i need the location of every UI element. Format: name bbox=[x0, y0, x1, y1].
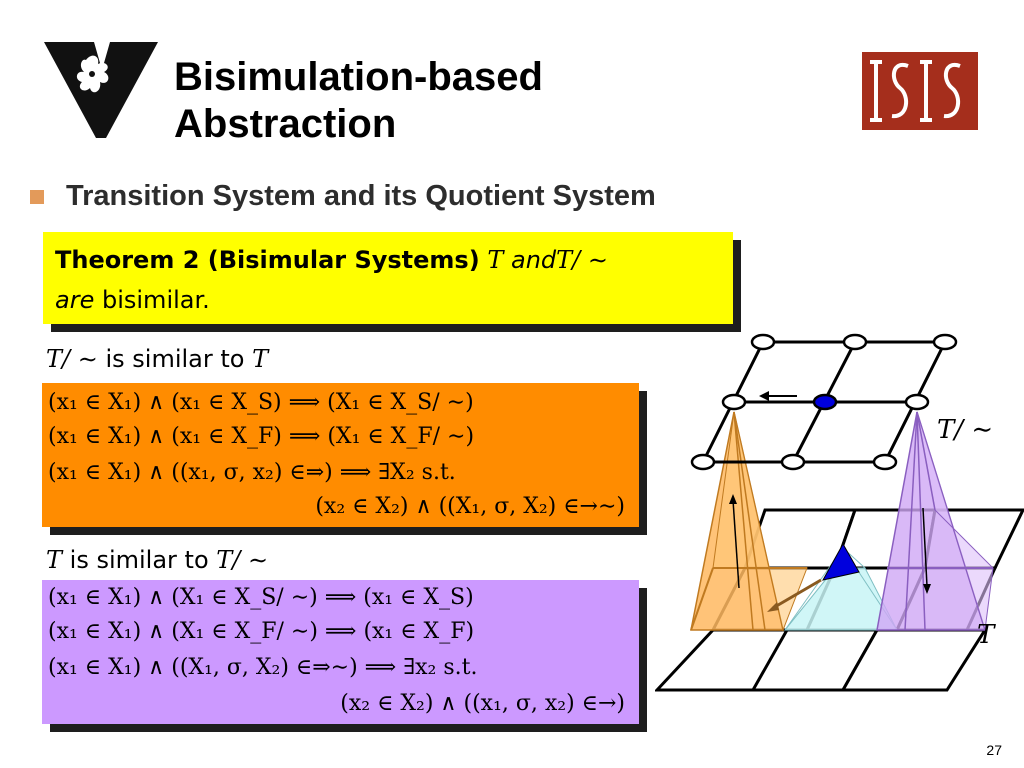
quotient-nodes bbox=[690, 333, 958, 471]
bullet-square-icon bbox=[30, 189, 44, 204]
formula-line: (x₂ ∈ X₂) ∧ ((x₁, σ, x₂) ∈→) bbox=[340, 691, 625, 716]
caption-system-similar: T is similar to T/ ∼ bbox=[46, 546, 268, 574]
title-line-2: Abstraction bbox=[174, 101, 397, 146]
caption2-math-b: T/ ∼ bbox=[216, 546, 269, 574]
theorem-heading: Theorem 2 (Bisimular Systems) bbox=[55, 246, 480, 274]
caption-quotient-similar: T/ ∼ is similar to T bbox=[46, 345, 268, 373]
formula-line: (x₁ ∈ X₁) ∧ (X₁ ∈ X_S/ ∼) ⟹ (x₁ ∈ X_S) bbox=[48, 585, 474, 610]
blue-triangle-marker bbox=[822, 542, 860, 581]
formula-line: (x₁ ∈ X₁) ∧ (x₁ ∈ X_S) ⟹ (X₁ ∈ X_S/ ∼) bbox=[48, 390, 474, 415]
formula-line: (x₁ ∈ X₁) ∧ (X₁ ∈ X_F/ ∼) ⟹ (x₁ ∈ X_F) bbox=[48, 619, 475, 644]
slide-title: Bisimulation-based Abstraction bbox=[174, 54, 543, 148]
caption1-math-b: T bbox=[252, 345, 269, 373]
quotient-similarity-conditions: (x₁ ∈ X₁) ∧ (x₁ ∈ X_S) ⟹ (X₁ ∈ X_S/ ∼) (… bbox=[42, 383, 639, 527]
title-line-1: Bisimulation-based bbox=[174, 55, 543, 99]
theorem-rest: bisimilar. bbox=[101, 286, 210, 314]
formula-line: (x₁ ∈ X₁) ∧ ((X₁, σ, X₂) ∈⇒∼) ⟹ ∃x₂ s.t. bbox=[48, 655, 478, 680]
caption1-text: is similar to bbox=[105, 345, 245, 373]
theorem-box: Theorem 2 (Bisimular Systems) T andT/ ∼ … bbox=[43, 232, 733, 324]
theorem-and: and bbox=[510, 246, 557, 274]
bullet-item: Transition System and its Quotient Syste… bbox=[30, 180, 656, 213]
formula-line: (x₂ ∈ X₂) ∧ ((X₁, σ, X₂) ∈→∼) bbox=[315, 494, 625, 519]
quotient-label: T/ ∼ bbox=[937, 415, 993, 445]
quotient-system-diagram: T/ ∼ T bbox=[655, 333, 1024, 692]
theorem-math-quotient: T/ ∼ bbox=[556, 246, 608, 274]
isis-logo bbox=[862, 52, 978, 130]
caption2-text: is similar to bbox=[69, 546, 209, 574]
caption2-math-a: T bbox=[46, 546, 63, 574]
system-label: T bbox=[977, 620, 996, 650]
formula-line: (x₁ ∈ X₁) ∧ (x₁ ∈ X_F) ⟹ (X₁ ∈ X_F/ ∼) bbox=[48, 424, 475, 449]
page-number: 27 bbox=[986, 742, 1002, 758]
system-similarity-conditions: (x₁ ∈ X₁) ∧ (X₁ ∈ X_S/ ∼) ⟹ (x₁ ∈ X_S) (… bbox=[42, 580, 639, 724]
purple-pyramid bbox=[876, 411, 994, 631]
vanderbilt-logo bbox=[44, 42, 158, 138]
formula-line: (x₁ ∈ X₁) ∧ ((x₁, σ, x₂) ∈⇒) ⟹ ∃X₂ s.t. bbox=[48, 460, 456, 485]
theorem-are: are bbox=[55, 286, 95, 314]
orange-pyramid bbox=[690, 411, 808, 632]
caption1-math-a: T/ ∼ bbox=[46, 345, 98, 373]
theorem-math-t: T bbox=[487, 246, 504, 274]
bullet-text: Transition System and its Quotient Syste… bbox=[66, 180, 656, 212]
